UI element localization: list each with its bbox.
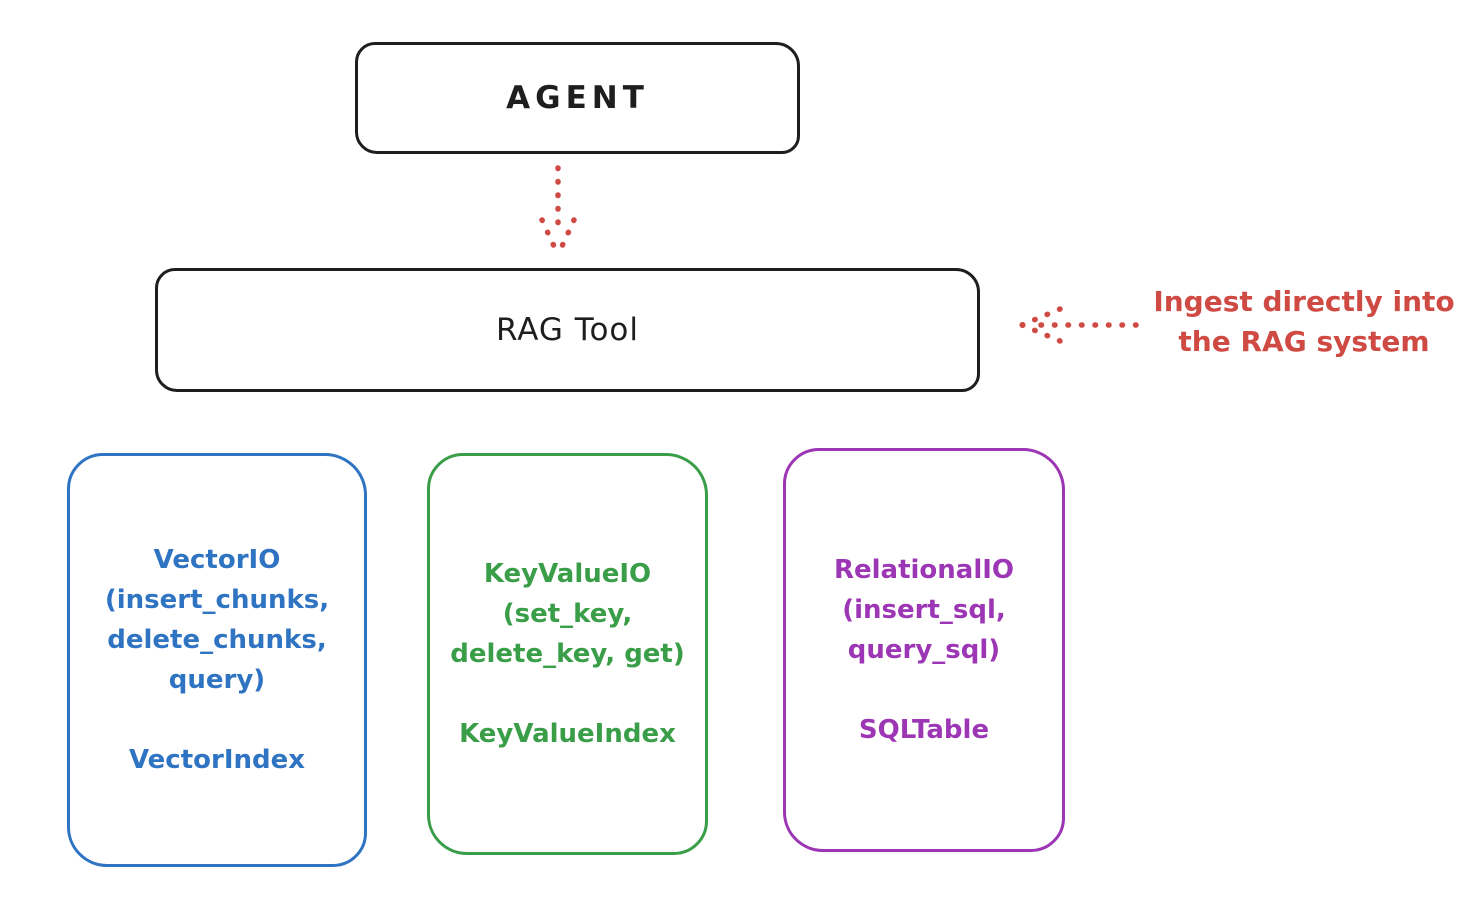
relationalio-index-label: SQLTable	[858, 715, 990, 745]
agent-node: AGENT	[355, 42, 800, 154]
agent-label: AGENT	[506, 80, 649, 116]
vectorio-index-label: VectorIndex	[128, 745, 306, 775]
relationalio-line: (insert_sql,	[842, 595, 1006, 625]
relationalio-line: RelationalIO	[833, 555, 1015, 585]
vectorio-line: (insert_chunks,	[104, 585, 330, 615]
keyvalueio-line: KeyValueIO	[483, 559, 652, 589]
keyvalueio-line: (set_key,	[502, 599, 633, 629]
vectorio-line: delete_chunks,	[107, 625, 327, 655]
ingest-annotation-line2: the RAG system	[1178, 325, 1430, 358]
ingest-annotation-line1: Ingest directly into	[1153, 285, 1455, 318]
relationalio-node: RelationalIO (insert_sql, query_sql) SQL…	[783, 448, 1065, 852]
keyvalueio-node: KeyValueIO (set_key, delete_key, get) Ke…	[427, 453, 708, 855]
vectorio-line: VectorIO	[153, 545, 281, 575]
keyvalueio-line: delete_key, get)	[450, 639, 685, 669]
relationalio-line: query_sql)	[847, 635, 1001, 665]
arrow-annotation-to-ragtool-icon	[1019, 306, 1139, 344]
ingest-annotation: Ingest directly into the RAG system	[1128, 282, 1480, 362]
keyvalueio-index-label: KeyValueIndex	[459, 719, 676, 749]
vectorio-node: VectorIO (insert_chunks, delete_chunks, …	[67, 453, 367, 867]
rag-tool-label: RAG Tool	[495, 312, 640, 348]
rag-tool-node: RAG Tool	[155, 268, 980, 392]
arrow-agent-to-ragtool-icon	[539, 165, 577, 258]
vectorio-line: query)	[168, 665, 266, 695]
